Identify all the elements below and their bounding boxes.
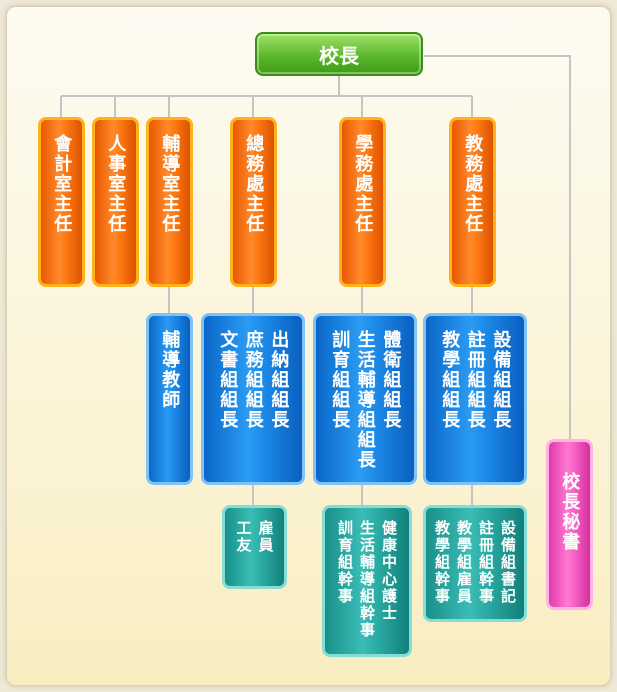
accounting-director-label: 會計室主任: [51, 134, 73, 234]
registration-section-chief-label: 註冊組組長: [464, 330, 486, 430]
academic-affairs-chiefs-box: 教學組組長 註冊組組長 設備組組長: [423, 313, 527, 485]
general-affairs-director-label: 總務處主任: [243, 134, 265, 234]
equipment-section-chief-label: 設備組組長: [490, 330, 512, 430]
student-affairs-chiefs-box: 訓育組組長 生活輔導組組長 體衛組組長: [313, 313, 417, 485]
health-pe-section-chief-label: 體衛組組長: [380, 330, 402, 430]
general-services-section-chief-label: 庶務組組長: [242, 330, 264, 430]
life-guidance-section-chief-label: 生活輔導組組長: [354, 330, 376, 470]
teaching-officer-label: 教學組幹事: [433, 520, 451, 605]
counseling-teacher-label: 輔導教師: [159, 330, 181, 410]
personnel-director-label: 人事室主任: [105, 134, 127, 234]
equipment-clerk-label: 設備組書記: [499, 520, 517, 605]
principal-box: 校長: [255, 32, 423, 76]
counseling-director-label: 輔導室主任: [159, 134, 181, 234]
cashier-section-chief-label: 出納組組長: [268, 330, 290, 430]
registration-officer-label: 註冊組幹事: [477, 520, 495, 605]
accounting-director-box: 會計室主任: [38, 117, 85, 287]
teaching-employee-label: 教學組雇員: [455, 520, 473, 605]
life-guidance-officer-label: 生活輔導組幹事: [358, 520, 376, 639]
general-affairs-director-box: 總務處主任: [230, 117, 277, 287]
janitor-label: 工友: [234, 520, 253, 554]
student-affairs-officers-box: 訓育組幹事 生活輔導組幹事 健康中心護士: [322, 505, 412, 657]
health-center-nurse-label: 健康中心護士: [380, 520, 398, 622]
counseling-teacher-box: 輔導教師: [146, 313, 193, 485]
counseling-director-box: 輔導室主任: [146, 117, 193, 287]
training-section-chief-label: 訓育組組長: [329, 330, 351, 430]
general-affairs-chiefs-box: 文書組組長 庶務組組長 出納組組長: [201, 313, 305, 485]
general-affairs-workers-box: 工友 雇員: [222, 505, 287, 589]
academic-affairs-director-box: 教務處主任: [449, 117, 496, 287]
document-section-chief-label: 文書組組長: [217, 330, 239, 430]
secretary-box: 校長秘書: [546, 439, 593, 610]
training-officer-label: 訓育組幹事: [336, 520, 354, 605]
personnel-director-box: 人事室主任: [92, 117, 139, 287]
student-affairs-director-box: 學務處主任: [339, 117, 386, 287]
secretary-label: 校長秘書: [559, 472, 581, 552]
teaching-section-chief-label: 教學組組長: [439, 330, 461, 430]
employee-label: 雇員: [256, 520, 275, 554]
academic-affairs-officers-box: 教學組幹事 教學組雇員 註冊組幹事 設備組書記: [423, 505, 527, 622]
academic-affairs-director-label: 教務處主任: [462, 134, 484, 234]
student-affairs-director-label: 學務處主任: [352, 134, 374, 234]
principal-label: 校長: [319, 43, 359, 68]
